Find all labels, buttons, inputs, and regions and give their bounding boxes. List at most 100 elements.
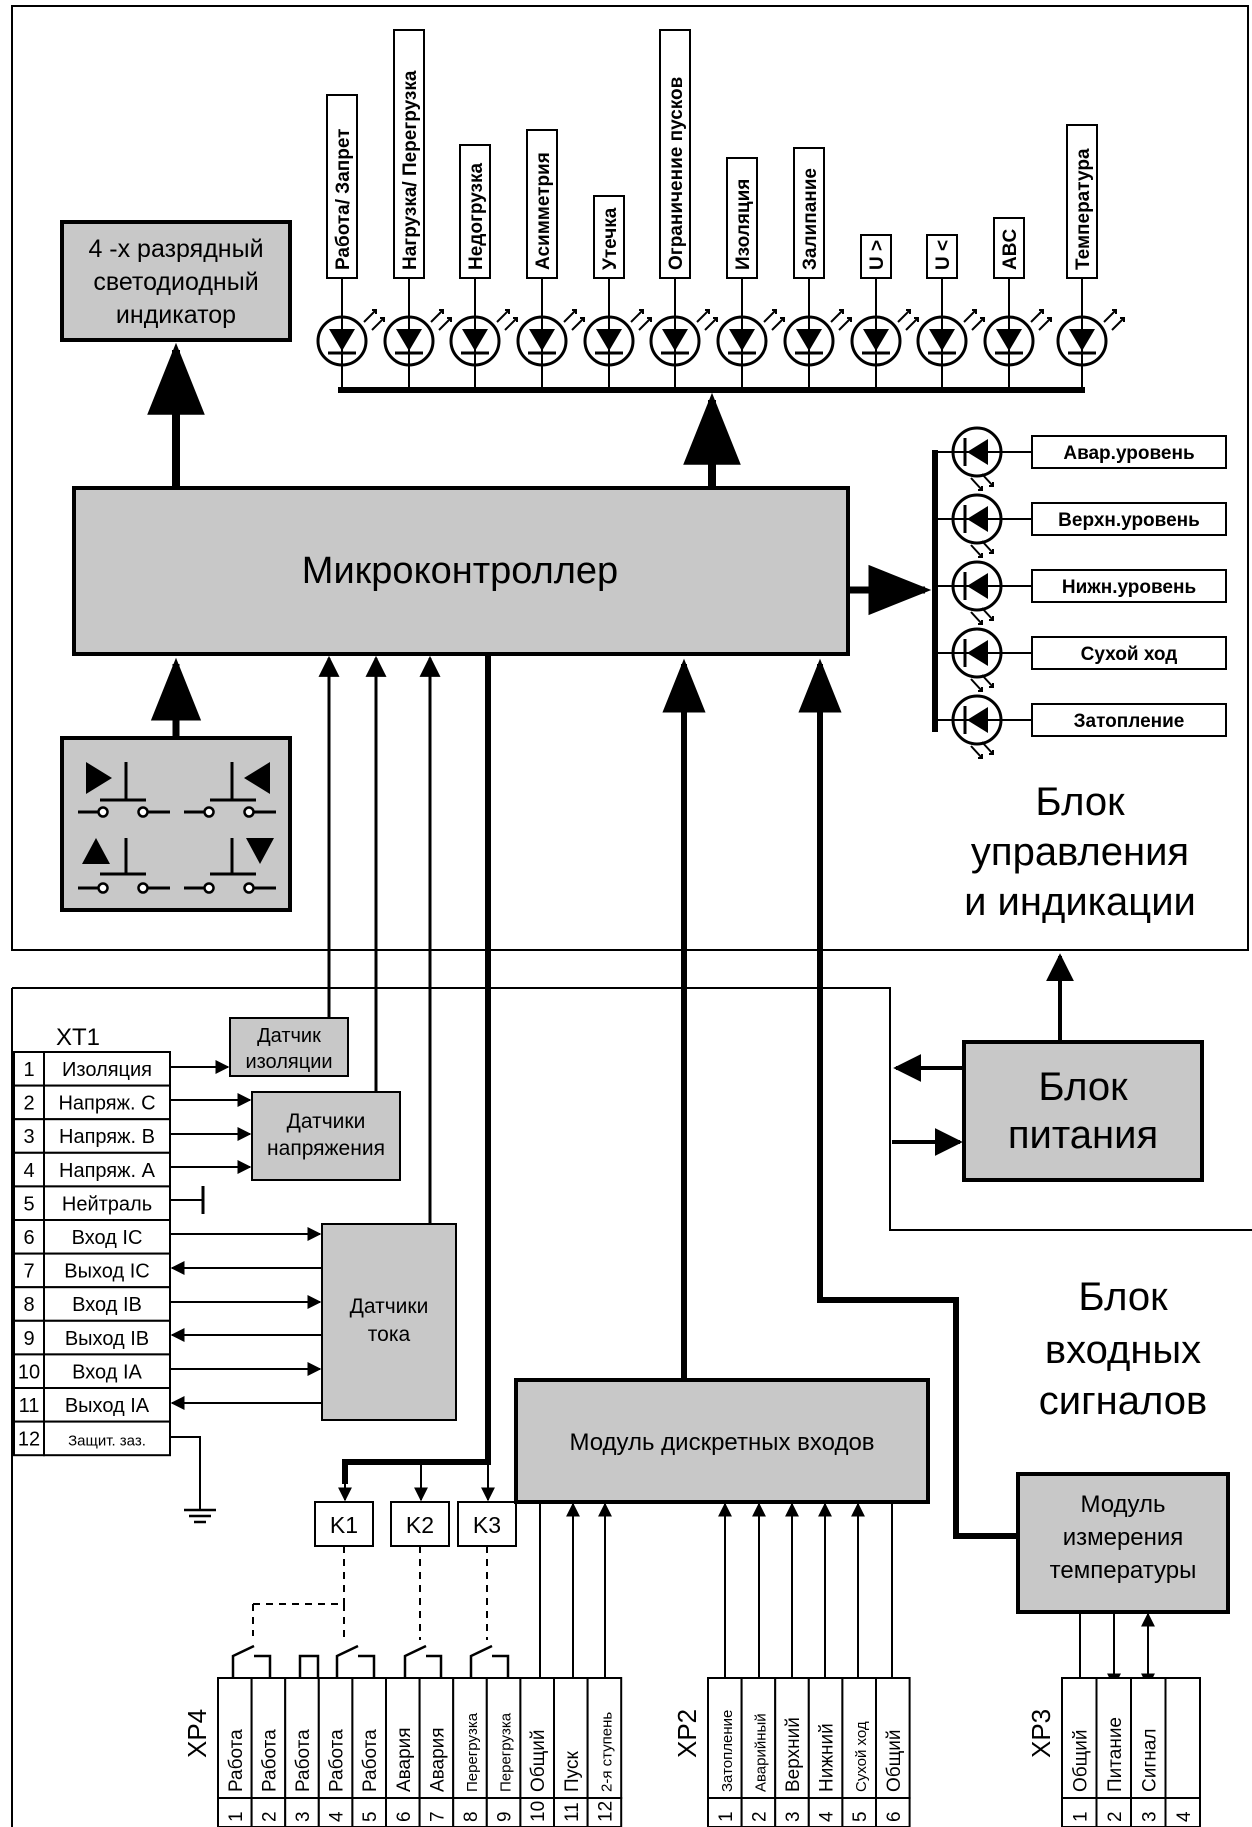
xt1-pin-label: Нейтраль <box>62 1193 152 1215</box>
xp4-pin-number: 6 <box>394 1811 415 1822</box>
xp3-pin-number: 1 <box>1070 1811 1091 1822</box>
top-led-label: Утечка <box>600 207 621 270</box>
led-icon <box>649 309 718 367</box>
voltage-sensor-line-2: напряжения <box>267 1137 385 1160</box>
level-led-label: Верхн.уровень <box>1058 510 1200 531</box>
xt1-pin-number: 4 <box>23 1160 34 1182</box>
level-led-5: Затопление <box>935 694 1227 759</box>
top-led-label: U > <box>867 240 888 270</box>
mcu-to-relays-line <box>338 654 495 1502</box>
xp4-pin: Авария 7 <box>418 1677 455 1827</box>
top-led-label: Нагрузка/ Перегрузка <box>400 70 421 270</box>
xt1-pin-number: 9 <box>23 1328 34 1350</box>
xp4-pin-number: 1 <box>226 1811 247 1822</box>
xp4-pin-label: Работа <box>327 1729 348 1792</box>
xp4-pin-label: Работа <box>259 1729 280 1792</box>
level-led-label: Нижн.уровень <box>1062 577 1196 598</box>
temperature-module-line-2: измерения <box>1063 1524 1184 1551</box>
top-led-7: Изоляция <box>716 157 785 390</box>
microcontroller-label: Микроконтроллер <box>302 550 618 592</box>
level-led-4: Сухой ход <box>935 627 1227 692</box>
led-icon <box>783 309 852 367</box>
xp4-pin-label: Перегрузка <box>464 1712 481 1792</box>
current-sensor-box: Датчики тока <box>321 1223 457 1421</box>
xp2-pin-label: Нижний <box>817 1723 838 1792</box>
xp4-pin-label: Работа <box>360 1729 381 1792</box>
led-icon <box>316 309 385 367</box>
top-led-1: Работа/ Запрет <box>316 94 385 390</box>
xp4-pin-label: Работа <box>226 1729 247 1792</box>
xp4-pin: Работа 1 <box>217 1677 253 1827</box>
xp3-title: XP3 <box>1026 1709 1056 1758</box>
xp3-pin-number: 3 <box>1139 1811 1160 1822</box>
isolation-sensor-box: Датчик изоляции <box>229 1017 349 1077</box>
xp4-pin-number: 7 <box>427 1811 448 1822</box>
top-led-2: Нагрузка/ Перегрузка <box>383 29 452 390</box>
top-led-label: Температура <box>1073 148 1094 270</box>
xp4-pin-number: 8 <box>461 1811 482 1822</box>
xp2-pin-label: Аварийный <box>752 1713 769 1792</box>
xt1-pin-label: Выход IC <box>64 1261 149 1283</box>
level-led-label: Авар.уровень <box>1063 443 1194 464</box>
voltage-sensor-line-1: Датчики <box>287 1110 366 1133</box>
relay-k2-label: K2 <box>406 1512 434 1538</box>
level-led-label: Затопление <box>1074 711 1185 732</box>
led-icon <box>850 309 919 367</box>
led-indicator-line-1: 4 -х разрядный <box>88 235 263 263</box>
xp3-pin-label: Общий <box>1070 1729 1091 1792</box>
keypad-up-arrow-icon <box>78 838 170 894</box>
xp4-pin-number: 3 <box>293 1811 314 1822</box>
keypad <box>60 657 292 912</box>
top-led-label: Работа/ Запрет <box>333 129 354 270</box>
xp4-pin-label: Авария <box>427 1727 448 1792</box>
temperature-module-line-3: температуры <box>1050 1557 1197 1584</box>
level-led-column: Авар.уровеньВерхн.уровеньНижн.уровеньСух… <box>935 426 1227 759</box>
xt1-pin-label: Напряж. B <box>59 1126 155 1148</box>
microcontroller-box: Микроконтроллер <box>72 486 850 656</box>
xt1-pin-number: 1 <box>23 1059 34 1081</box>
xp2-pin-number: 6 <box>884 1811 905 1822</box>
current-sensor-line-2: тока <box>368 1323 411 1346</box>
xp4-pin-number: 12 <box>595 1801 616 1822</box>
led-icon <box>449 309 518 367</box>
xt1-wiring <box>170 1060 322 1524</box>
top-led-6: Ограничение пусков <box>649 29 718 390</box>
xp2-pin-number: 2 <box>749 1811 770 1822</box>
top-led-label: Залипание <box>800 168 821 270</box>
top-led-8: Залипание <box>783 147 852 390</box>
xt1-pin-label: Вход IC <box>72 1227 143 1249</box>
xp2-pin-label: Сухой ход <box>853 1721 870 1792</box>
keypad-down-arrow-icon <box>184 838 276 894</box>
top-led-5: Утечка <box>583 195 652 390</box>
relay-k3: K3 <box>457 1501 517 1547</box>
xp2-pin-number: 1 <box>716 1811 737 1822</box>
power-block-line-2: питания <box>1008 1113 1158 1157</box>
xp4-pin-label: Общий <box>528 1729 549 1792</box>
xp4-pin-label: Перегрузка <box>498 1712 515 1792</box>
xt1-pin-number: 8 <box>23 1294 34 1316</box>
xt1-pin-label: Выход IB <box>65 1328 149 1350</box>
xt1-pin-number: 12 <box>18 1429 40 1451</box>
keypad-right-arrow-icon <box>78 762 170 818</box>
xp3-pin: 4 <box>1164 1677 1201 1827</box>
control-block-label-1: Блок <box>1035 780 1125 824</box>
xp3-pin-number: 4 <box>1174 1811 1195 1822</box>
xp2-pin: Нижний 4 <box>807 1677 844 1827</box>
xp2-pin-number: 4 <box>817 1811 838 1822</box>
led-icon <box>951 426 1003 491</box>
